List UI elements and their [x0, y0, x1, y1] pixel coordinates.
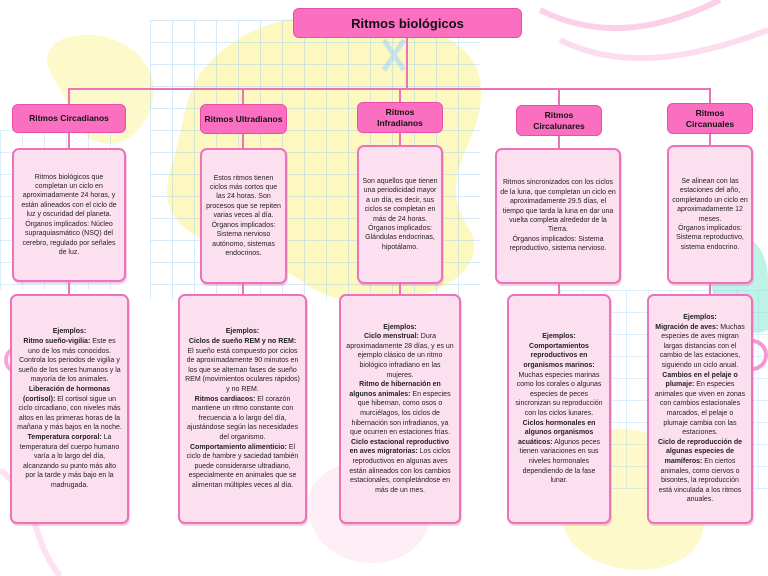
examples-heading: Ejemplos:: [383, 323, 417, 331]
example-item: Ciclo menstrual: Dura aproximadamente 28…: [346, 333, 454, 379]
examples-circanuales: Ejemplos: Migración de aves: Muchas espe…: [647, 294, 753, 524]
connector-col1: [68, 88, 70, 106]
connector-desc-ex-2: [242, 284, 244, 296]
example-item: Ritmo de hibernación en algunos animales…: [349, 381, 451, 437]
example-item: Migración de aves: Muchas especies de av…: [655, 323, 745, 370]
examples-heading: Ejemplos:: [542, 333, 576, 341]
connector-desc-ex-1: [68, 282, 70, 296]
connector-desc-ex-3: [399, 284, 401, 296]
connector-cat-desc-4: [558, 136, 560, 150]
description-ultradianos: Estos ritmos tienen ciclos más cortos qu…: [200, 148, 287, 284]
example-item: Cambios en el pelaje o plumaje: En espec…: [654, 371, 746, 437]
connector-col4: [558, 88, 560, 106]
connector-col3: [399, 88, 401, 104]
example-item: Ritmo sueño-vigilia: Este es uno de los …: [18, 338, 121, 384]
example-item: Comportamiento alimenticio: El ciclo de …: [186, 443, 299, 489]
examples-heading: Ejemplos:: [225, 328, 260, 336]
connector-cat-desc-5: [709, 134, 711, 146]
example-item: Ciclos hormonales en algunos organismos …: [517, 419, 601, 485]
page-title: Ritmos biológicos: [293, 8, 522, 38]
examples-circadianos: Ejemplos: Ritmo sueño-vigilia: Este es u…: [10, 294, 129, 524]
example-item: Ciclo estacional reproductivo en aves mi…: [349, 438, 451, 494]
examples-infradianos: Ejemplos: Ciclo menstrual: Dura aproxima…: [339, 294, 461, 524]
description-infradianos: Son aquellos que tienen una periodicidad…: [357, 145, 443, 284]
connector-trunk: [406, 37, 408, 89]
connector-cat-desc-3: [399, 132, 401, 146]
connector-col2: [242, 88, 244, 106]
examples-circalunares: Ejemplos: Comportamientos reproductivos …: [507, 294, 611, 524]
connector-desc-ex-4: [558, 284, 560, 296]
description-circanuales: Se alinean con las estaciones del año, c…: [667, 145, 753, 284]
description-circalunares: Ritmos sincronizados con los ciclos de l…: [495, 148, 621, 284]
category-circadianos: Ritmos Circadianos: [12, 104, 126, 133]
category-circalunares: Ritmos Circalunares: [516, 105, 602, 136]
example-item: Ciclo de reproducción de algunas especie…: [657, 438, 742, 504]
category-ultradianos: Ritmos Ultradianos: [200, 104, 287, 134]
example-item: Ciclos de sueño REM y no REM: El sueño e…: [185, 338, 300, 394]
description-circadianos: Ritmos biológicos que completan un ciclo…: [12, 148, 126, 282]
example-item: Temperatura corporal: La temperatura del…: [19, 433, 120, 489]
example-item: Ritmos cardiacos: El corazón mantiene un…: [187, 395, 298, 441]
connector-desc-ex-5: [709, 284, 711, 296]
examples-heading: Ejemplos:: [52, 328, 87, 336]
examples-ultradianos: Ejemplos: Ciclos de sueño REM y no REM: …: [178, 294, 307, 524]
example-item: Comportamientos reproductivos en organis…: [515, 342, 603, 417]
example-item: Liberación de hormonas (cortisol): El co…: [17, 386, 122, 432]
connector-cat-desc-1: [68, 133, 70, 149]
connector-cat-desc-2: [242, 133, 244, 149]
connector-col5: [709, 88, 711, 104]
examples-heading: Ejemplos:: [683, 314, 717, 322]
category-infradianos: Ritmos Infradianos: [357, 102, 443, 133]
category-circanuales: Ritmos Circanuales: [667, 103, 753, 134]
connector-bus: [68, 88, 711, 90]
